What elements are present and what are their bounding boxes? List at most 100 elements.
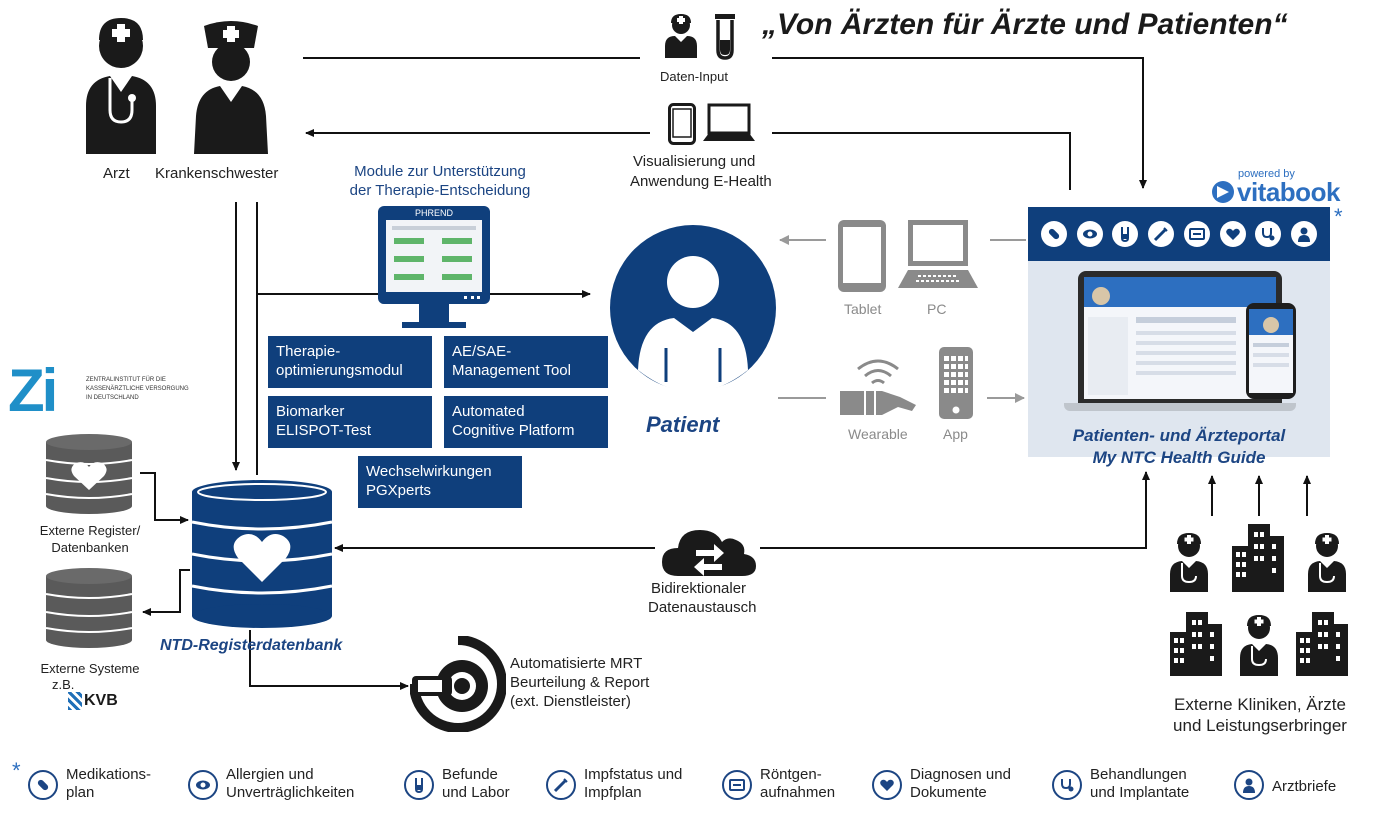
ext-doctor-icon-3	[1240, 615, 1278, 676]
monitor: PHREND	[378, 206, 490, 304]
syringe-icon	[546, 770, 576, 800]
wearable-icon	[840, 359, 916, 417]
ext-doctor-icon	[1170, 533, 1208, 592]
arzt-label: Arzt	[103, 165, 130, 182]
heart-monitor-icon	[1219, 221, 1246, 247]
tablet-small-icon	[668, 103, 696, 145]
doctor-small-icon	[665, 14, 697, 58]
tablet-icon	[838, 220, 886, 292]
pc-icon	[898, 220, 978, 288]
modules-heading-2: der Therapie-Entscheidung	[349, 182, 531, 199]
test-tube-icon	[404, 770, 434, 800]
arrow-ntd-to-mrt	[249, 630, 409, 690]
visualisierung-label-2: Anwendung E-Health	[630, 173, 772, 190]
vitabook-logo: vitabook	[1212, 177, 1340, 207]
mrt-scanner-icon	[410, 636, 506, 732]
vitabook-mark-icon	[1212, 181, 1234, 203]
arrow-exchange-to-portal	[760, 471, 1150, 549]
pill-icon	[28, 770, 58, 800]
kvb-mark-icon	[68, 692, 82, 710]
cloud-sync-icon	[662, 530, 756, 576]
app-label: App	[943, 426, 968, 442]
portal-laptop-base	[1064, 403, 1296, 411]
externe-systeme-label-1: Externe Systeme	[40, 661, 140, 676]
doctor-icon	[1234, 770, 1264, 800]
arrow-visualisierung-right	[772, 132, 1071, 190]
monitor-stand	[402, 322, 466, 328]
doctor-icon	[86, 18, 156, 154]
legend-asterisk: *	[12, 758, 21, 783]
monitor-label: PHREND	[414, 208, 453, 218]
stethoscope-icon	[1255, 221, 1282, 247]
kvb-logo: KVB	[68, 690, 118, 712]
exchange-label-1: Bidirektionaler	[651, 580, 747, 597]
arrow-register-to-ntd	[140, 472, 189, 524]
legend-item-medikationsplan: Medikations-plan	[28, 766, 151, 810]
eye-icon	[1076, 221, 1103, 247]
ntd-database-icon	[191, 480, 333, 628]
exchange-label-2: Datenaustausch	[648, 599, 757, 616]
pill-icon	[1040, 221, 1067, 247]
portal-laptop-screen	[1084, 277, 1276, 399]
test-tube-icon	[1112, 221, 1139, 247]
visualisierung-label-1: Visualisierung und	[633, 153, 756, 170]
pc-label: PC	[927, 301, 947, 317]
externe-register-label-1: Externe Register/	[39, 523, 141, 538]
portal-title: Patienten- und Ärzteportal My NTC Health…	[1072, 426, 1286, 467]
laptop-small-icon	[703, 103, 755, 141]
portal-phone	[1246, 303, 1296, 399]
monitor-neck	[419, 304, 449, 324]
tablet-label: Tablet	[844, 301, 882, 317]
ext-doctor-icon-2	[1308, 533, 1346, 592]
xray-icon	[1183, 221, 1210, 247]
externe-systeme-label-2: z.B.	[52, 677, 75, 692]
monitor-screen	[386, 220, 482, 292]
nurse-icon	[194, 21, 268, 154]
ext-hospital-icon	[1232, 524, 1284, 592]
doctor-icon	[1291, 221, 1318, 247]
legend-item-arztbriefe: Arztbriefe	[1234, 766, 1336, 810]
portal-laptop	[1078, 271, 1282, 403]
portal-panel	[1028, 207, 1330, 457]
ext-hospital-icon-2	[1170, 612, 1222, 676]
module-ae-sae: AE/SAE-Management Tool	[444, 336, 608, 388]
externe-register-label-2: Datenbanken	[51, 540, 129, 555]
xray-icon	[722, 770, 752, 800]
test-tube-icon	[715, 14, 735, 60]
external-systems-db-icon	[45, 568, 133, 648]
syringe-icon	[1148, 221, 1175, 247]
portal-icon-bar	[1028, 207, 1330, 261]
heart-monitor-icon	[872, 770, 902, 800]
arrow-daten-input-right	[772, 57, 1147, 189]
krankenschwester-label: Krankenschwester	[155, 165, 279, 182]
arrow-ntd-to-systeme	[142, 569, 190, 616]
modules-heading-1: Module zur Unterstützung	[354, 163, 526, 180]
powered-by-label: powered by	[1238, 168, 1295, 180]
legend-item-roentgen: Röntgen-aufnahmen	[722, 766, 835, 810]
stethoscope-icon	[1052, 770, 1082, 800]
portal-asterisk: *	[1334, 204, 1343, 229]
module-therapieoptimierung: Therapie-optimierungsmodul	[268, 336, 432, 388]
app-phone-icon	[939, 347, 973, 419]
patient-icon	[610, 225, 776, 392]
wearable-label: Wearable	[848, 426, 908, 442]
ext-hospital-icon-3	[1296, 612, 1348, 676]
ntd-label: NTD-Registerdatenbank	[160, 637, 343, 654]
external-register-db-icon	[45, 434, 133, 514]
daten-input-label: Daten-Input	[660, 69, 728, 84]
patient-label: Patient	[646, 412, 720, 437]
quote-heading: „Von Ärzten für Ärzte und Patienten“	[762, 8, 1288, 41]
eye-icon	[188, 770, 218, 800]
